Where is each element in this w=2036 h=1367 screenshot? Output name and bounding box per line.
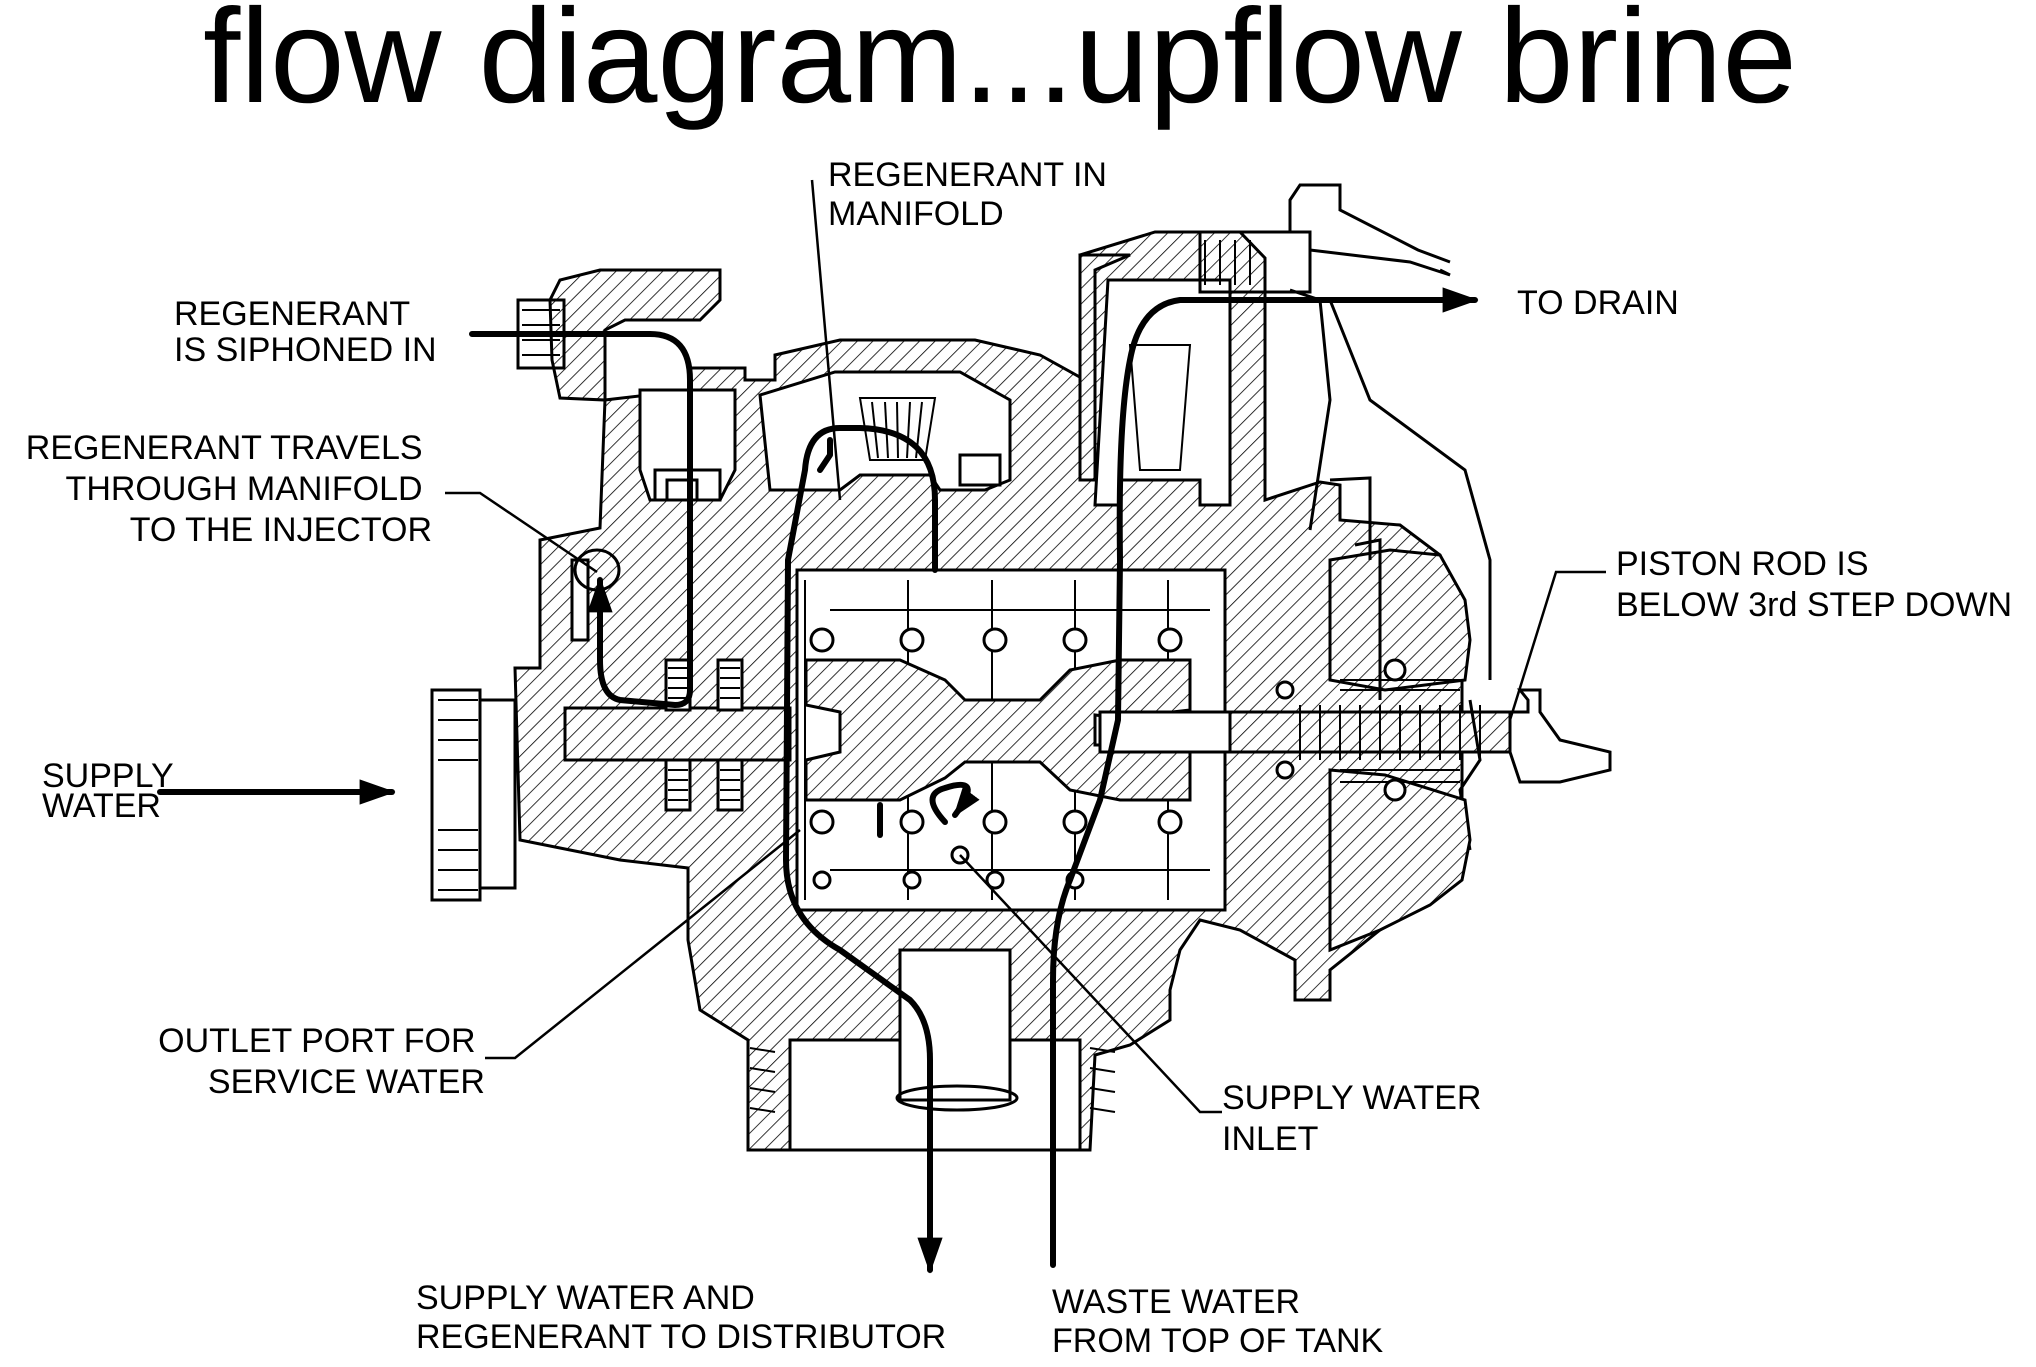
label-supply-water: SUPPLY WATER bbox=[42, 757, 183, 825]
label-to-drain: TO DRAIN bbox=[1517, 284, 1679, 322]
label-outlet-port: OUTLET PORT FOR SERVICE WATER bbox=[158, 1022, 485, 1101]
flow-paths bbox=[157, 287, 1479, 1274]
label-regenerant-in-manifold: REGENERANT IN MANIFOLD bbox=[828, 156, 1116, 233]
diagram-title: flow diagram...upflow brine bbox=[203, 0, 1797, 131]
label-waste-water: WASTE WATER FROM TOP OF TANK bbox=[1052, 1283, 1384, 1360]
swirl-arrow bbox=[929, 781, 980, 825]
label-supply-water-inlet: SUPPLY WATER INLET bbox=[1222, 1079, 1491, 1158]
regenerant-siphon-path bbox=[469, 331, 693, 708]
label-piston-rod: PISTON ROD IS BELOW 3rd STEP DOWN bbox=[1616, 545, 2012, 624]
leader-lines bbox=[445, 179, 1606, 1114]
distributor-path bbox=[783, 425, 943, 1274]
label-regenerant-travels: REGENERANT TRAVELS THROUGH MANIFOLD TO T… bbox=[26, 429, 432, 549]
label-regenerant-siphoned: REGENERANT IS SIPHONED IN bbox=[174, 295, 437, 369]
regenerant-branch bbox=[817, 437, 833, 473]
label-supply-and-regenerant: SUPPLY WATER AND REGENERANT TO DISTRIBUT… bbox=[416, 1279, 946, 1356]
o-rings bbox=[809, 627, 1183, 890]
drain-path bbox=[1050, 287, 1479, 1268]
valve-body bbox=[430, 183, 1612, 1152]
